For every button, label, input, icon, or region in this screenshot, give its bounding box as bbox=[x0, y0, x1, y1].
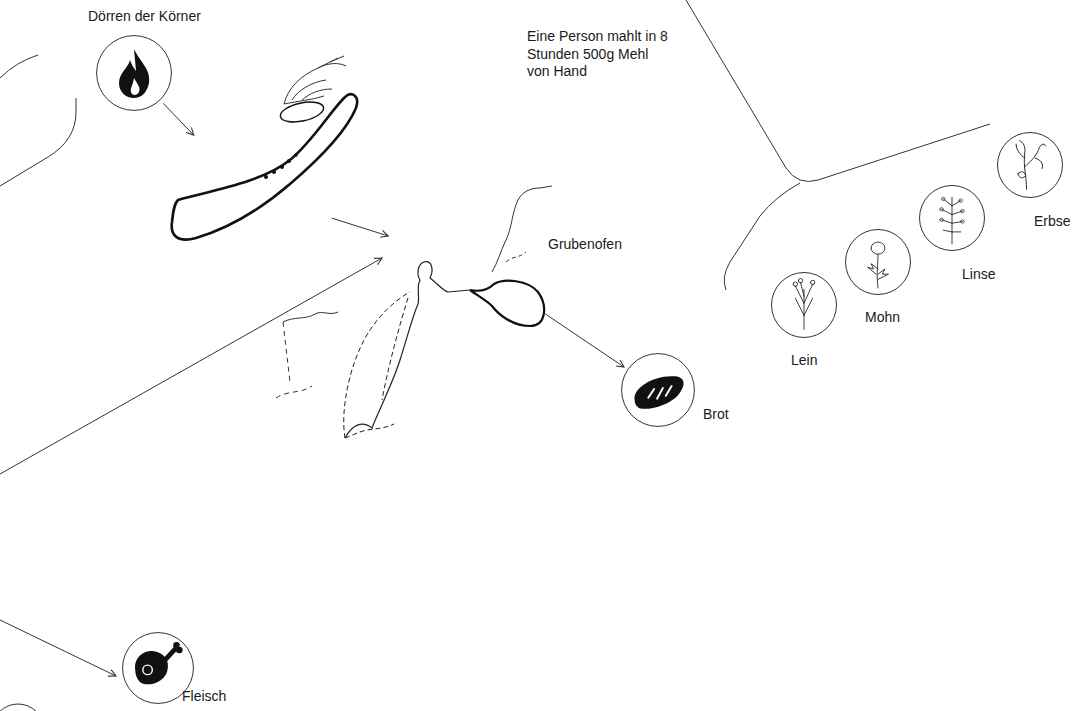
node-label: Eine Person mahlt in 8 Stunden 500g Mehl… bbox=[527, 28, 669, 81]
node-label: Grubenofen bbox=[548, 236, 622, 254]
icon-drawing bbox=[143, 665, 152, 674]
quern-stone bbox=[172, 94, 357, 239]
flow-arrow bbox=[163, 103, 194, 135]
icon-drawing bbox=[135, 651, 168, 684]
partial-icon-circle bbox=[0, 704, 44, 711]
node-label: Lein bbox=[791, 352, 817, 370]
quern-illustration: Eine Person mahlt in 8 Stunden 500g Mehl… bbox=[168, 138, 328, 245]
guide-arrow bbox=[0, 258, 382, 474]
circle-outline bbox=[621, 353, 695, 427]
oven-slope-hidden bbox=[506, 252, 526, 262]
circle-border bbox=[998, 133, 1063, 198]
pit-wall bbox=[276, 322, 312, 398]
icon-drawing bbox=[942, 197, 963, 244]
guide-line bbox=[724, 183, 800, 290]
grain-dot bbox=[294, 153, 298, 157]
pit-oven-illustration: Grubenofen bbox=[392, 186, 542, 336]
icon-drawing bbox=[648, 386, 671, 399]
oven-slope bbox=[492, 186, 552, 272]
node-label: Dörren der Körner bbox=[88, 8, 201, 26]
icon-drawing bbox=[795, 282, 812, 329]
icon-drawing bbox=[165, 648, 176, 660]
flow-arrow bbox=[332, 218, 388, 236]
icon-drawing bbox=[131, 78, 140, 95]
plant-icon-circle: Linse bbox=[919, 185, 985, 251]
circle-border bbox=[622, 354, 695, 427]
circle-outline bbox=[771, 272, 837, 338]
plant-icon-circle: Mohn bbox=[845, 229, 911, 295]
grain-dot bbox=[272, 170, 276, 174]
hand-stone bbox=[279, 99, 326, 126]
guide-arrow bbox=[0, 620, 116, 676]
icon-drawing bbox=[793, 279, 815, 287]
worker-figure-hidden bbox=[344, 292, 410, 438]
product-icon-circle: Brot bbox=[621, 353, 695, 427]
guide-line bbox=[686, 0, 990, 182]
node-label: Linse bbox=[962, 266, 995, 284]
icon-drawing bbox=[119, 49, 149, 98]
process-icon-circle: Dörren der Körner bbox=[96, 35, 172, 111]
circle-outline bbox=[997, 132, 1063, 198]
circle-border bbox=[846, 230, 911, 295]
product-icon-circle: Fleisch bbox=[122, 632, 194, 704]
node-label: Fleisch bbox=[182, 688, 226, 706]
oven-pit bbox=[470, 281, 544, 326]
icon-drawing bbox=[173, 642, 182, 653]
flow-arrow bbox=[545, 314, 624, 367]
node-label: Brot bbox=[703, 406, 729, 424]
circle-border bbox=[772, 273, 837, 338]
node-label: Erbse bbox=[1034, 213, 1071, 231]
guide-line bbox=[0, 98, 76, 186]
guide-line bbox=[0, 55, 38, 78]
circle-outline bbox=[845, 229, 911, 295]
circle-border bbox=[97, 36, 172, 111]
plant-icon-circle: Erbse bbox=[997, 132, 1063, 198]
circle-border bbox=[920, 186, 985, 251]
circle-outline bbox=[919, 185, 985, 251]
pit-edge bbox=[283, 312, 338, 322]
icon-drawing bbox=[1016, 141, 1046, 190]
grain-dot bbox=[264, 175, 268, 179]
hand-drawing bbox=[284, 56, 346, 104]
worker-figure bbox=[345, 262, 470, 438]
icon-drawing bbox=[940, 197, 964, 223]
circle-outline bbox=[96, 35, 172, 111]
icon-drawing bbox=[635, 376, 684, 409]
icon-drawing bbox=[868, 242, 889, 288]
grain-dot bbox=[280, 165, 284, 169]
node-label: Mohn bbox=[865, 309, 900, 327]
plant-icon-circle: Lein bbox=[771, 272, 837, 338]
grain-dot bbox=[287, 159, 291, 163]
